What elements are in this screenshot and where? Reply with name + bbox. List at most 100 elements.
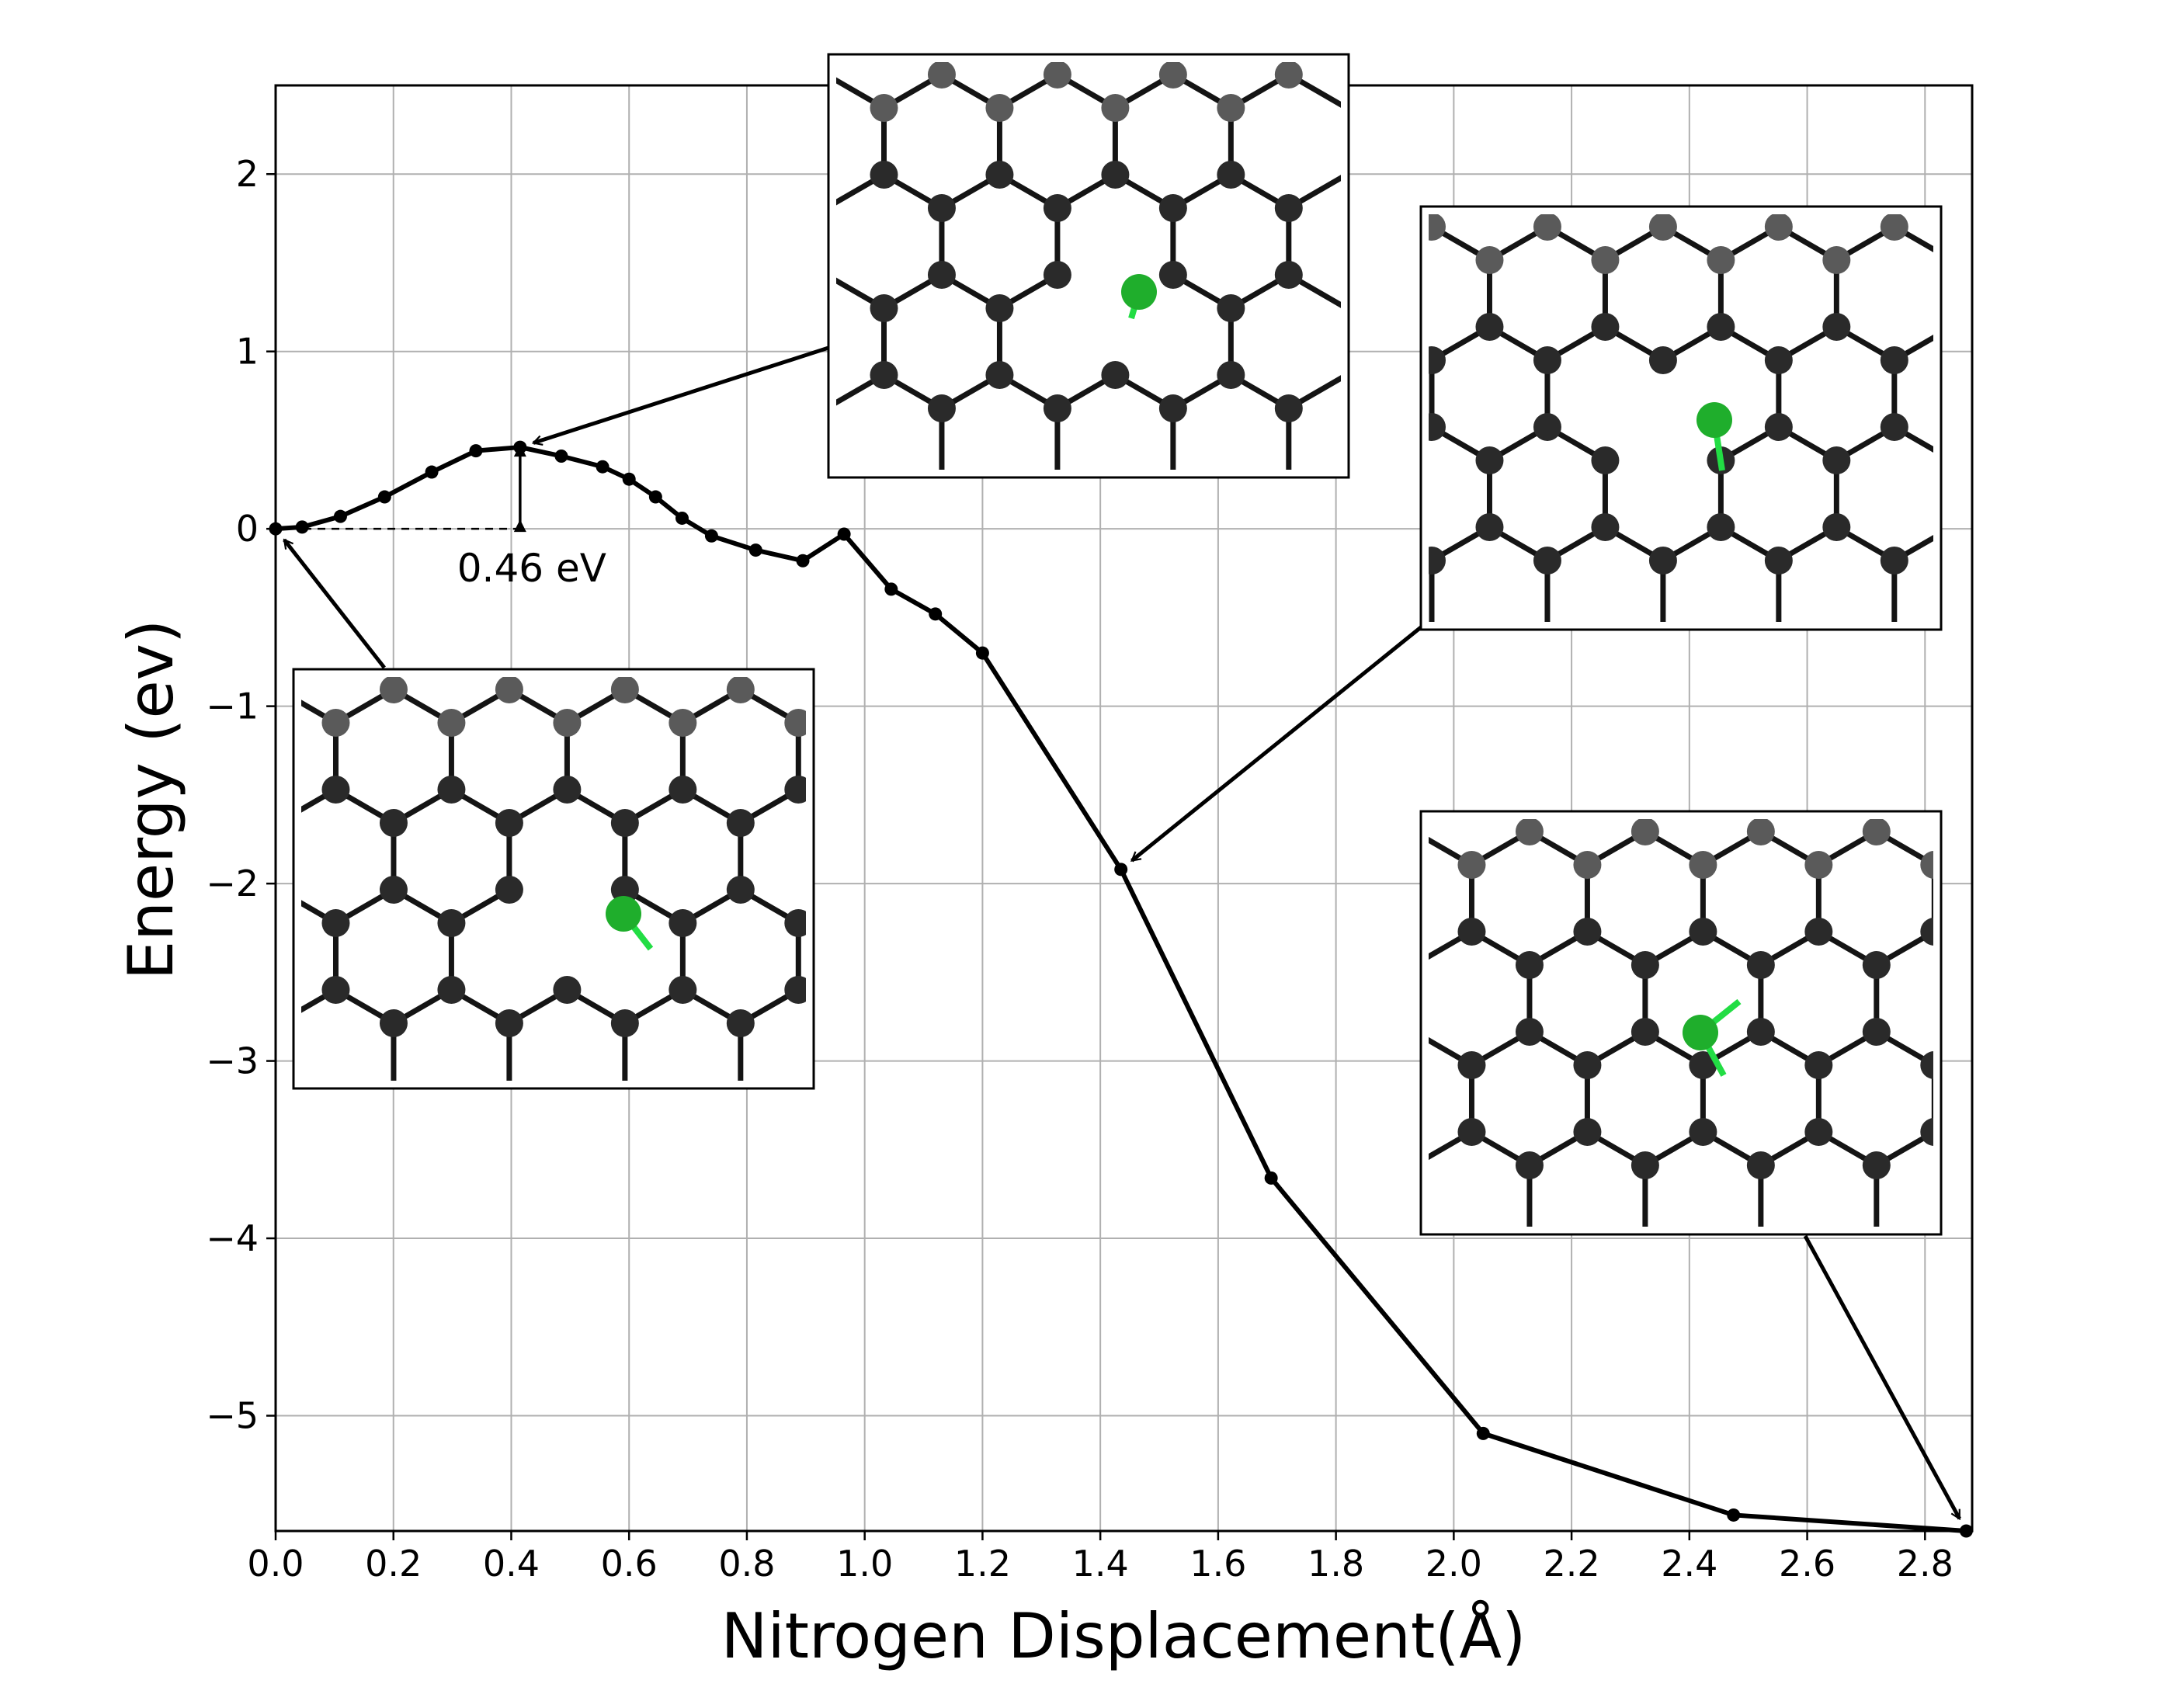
carbon-atom <box>1804 851 1833 879</box>
carbon-atom <box>726 809 755 837</box>
carbon-atom <box>784 976 806 1004</box>
carbon-atom <box>1217 94 1245 122</box>
carbon-atom <box>1101 94 1130 122</box>
lattice-bond <box>1289 475 1346 509</box>
carbon-atom <box>610 1009 639 1037</box>
x-tick-label: 2.0 <box>1426 1543 1482 1585</box>
lattice-bond <box>1645 1232 1703 1265</box>
carbon-atom <box>927 194 956 222</box>
carbon-atom <box>1475 246 1504 274</box>
carbon-atom <box>726 1009 755 1037</box>
carbon-atom <box>1533 547 1561 575</box>
carbon-atom <box>1533 413 1561 441</box>
carbon-atom <box>1707 246 1735 274</box>
carbon-atom <box>553 776 582 804</box>
x-tick-label: 2.8 <box>1897 1543 1953 1585</box>
x-axis-label: Nitrogen Displacement(Å) <box>721 1599 1526 1672</box>
carbon-atom <box>1475 513 1504 541</box>
carbon-atom <box>1591 513 1620 541</box>
lattice-bond <box>1356 932 1414 965</box>
data-point <box>469 444 483 458</box>
carbon-atom <box>321 776 350 804</box>
data-point <box>704 529 718 543</box>
carbon-atom <box>726 876 755 904</box>
carbon-atom <box>1217 361 1245 389</box>
carbon-atom <box>1920 851 1933 879</box>
lattice <box>301 677 806 1123</box>
lattice-bond <box>1057 475 1115 509</box>
carbon-atom <box>1630 1151 1659 1179</box>
lattice-bond <box>509 1090 567 1123</box>
carbon-atom <box>1746 819 1775 845</box>
carbon-atom <box>1043 394 1071 422</box>
x-tick-label: 2.2 <box>1544 1543 1600 1585</box>
carbon-atom <box>1573 1051 1602 1079</box>
x-tick-label: 2.4 <box>1661 1543 1717 1585</box>
inset-arrow <box>1803 1234 1961 1519</box>
y-tick-label: −2 <box>206 863 259 904</box>
barrier-label: 0.46 eV <box>457 546 606 591</box>
data-point <box>975 646 989 660</box>
carbon-atom <box>1573 1118 1602 1146</box>
carbon-atom <box>1429 547 1446 575</box>
carbon-atom <box>1648 346 1677 374</box>
data-point <box>1114 863 1128 877</box>
lattice-bond <box>1931 929 1933 935</box>
lattice-bond <box>769 375 826 408</box>
nitrogen-atom <box>1683 1015 1718 1050</box>
data-point <box>837 527 851 541</box>
carbon-atom <box>1764 413 1793 441</box>
carbon-atom <box>379 1009 408 1037</box>
inset-frame <box>1419 205 1943 631</box>
y-tick-label: −1 <box>206 686 259 727</box>
carbon-atom <box>1043 261 1071 289</box>
lattice <box>769 62 1404 509</box>
x-tick-label: 0.8 <box>718 1543 775 1585</box>
carbon-atom <box>321 976 350 1004</box>
carbon-atom <box>1515 951 1544 979</box>
carbon-atom <box>1920 1118 1933 1146</box>
lattice-bond <box>1471 1232 1529 1265</box>
carbon-atom <box>1822 246 1851 274</box>
carbon-atom <box>379 876 408 904</box>
carbon-atom <box>1158 394 1187 422</box>
data-point <box>796 554 810 568</box>
carbon-atom <box>1862 951 1891 979</box>
carbon-atom <box>985 294 1014 322</box>
carbon-atom <box>1515 1151 1544 1179</box>
lattice <box>1356 819 1933 1265</box>
lattice-bond <box>1605 627 1662 661</box>
lattice-bond <box>769 475 826 509</box>
carbon-atom <box>1043 62 1071 89</box>
carbon-atom <box>927 62 956 89</box>
carbon-atom <box>1920 918 1933 946</box>
x-tick-label: 0.0 <box>247 1543 304 1585</box>
carbon-atom <box>927 261 956 289</box>
carbon-atom <box>1274 261 1303 289</box>
carbon-atom <box>1822 313 1851 341</box>
carbon-atom <box>1158 62 1187 89</box>
inset-frame <box>1419 810 1943 1236</box>
carbon-atom <box>1689 851 1717 879</box>
lattice-bond <box>1931 1062 1933 1068</box>
x-tick-label: 1.2 <box>954 1543 1011 1585</box>
y-tick-label: 1 <box>236 331 259 373</box>
lattice-bond <box>451 1090 509 1123</box>
x-tick-label: 1.6 <box>1189 1543 1246 1585</box>
lattice-bond <box>394 1090 451 1123</box>
carbon-atom <box>1630 819 1659 845</box>
carbon-atom <box>870 361 898 389</box>
carbon-atom <box>1591 246 1620 274</box>
carbon-atom <box>1043 194 1071 222</box>
carbon-atom <box>1746 1151 1775 1179</box>
carbon-atom <box>1862 1018 1891 1046</box>
lattice-bond <box>1894 627 1952 661</box>
y-tick-label: −5 <box>206 1394 259 1436</box>
nitrogen-atom <box>1121 274 1157 310</box>
carbon-atom <box>1707 313 1735 341</box>
lattice-bond <box>1346 275 1404 308</box>
nitrogen-atom <box>1696 402 1732 438</box>
carbon-atom <box>1880 214 1908 241</box>
